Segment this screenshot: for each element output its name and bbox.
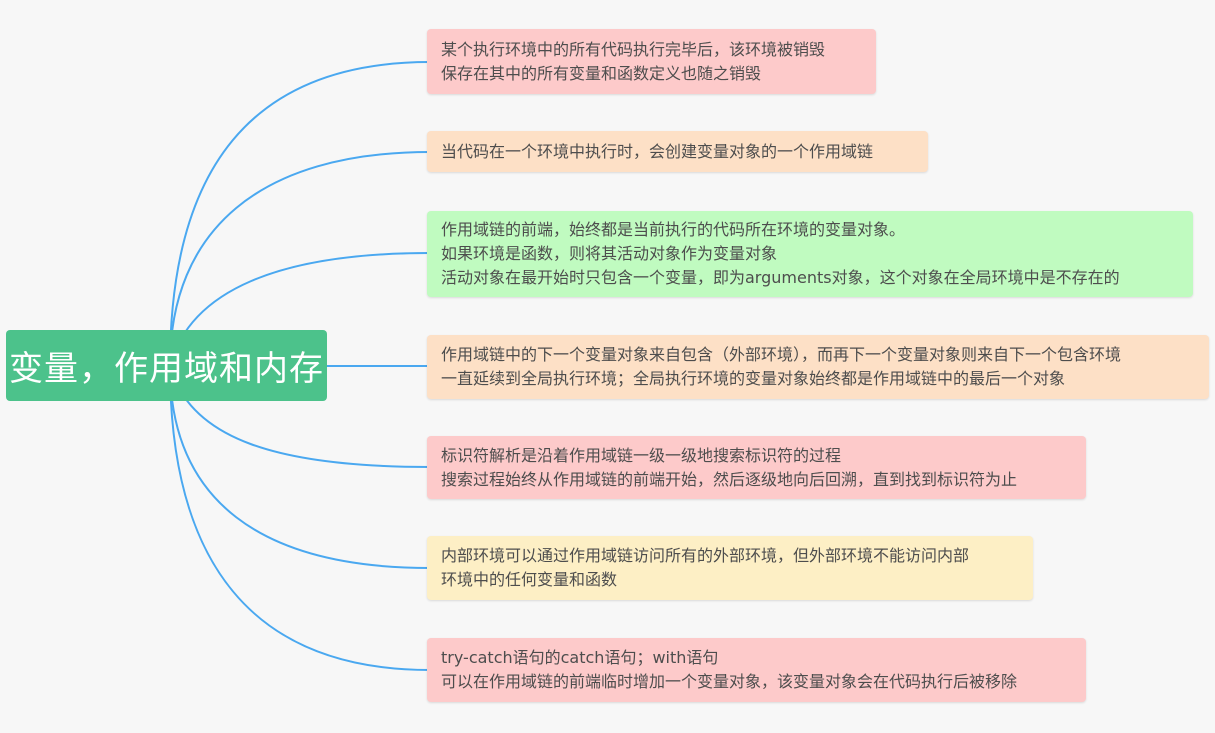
branch-node-4-line-1: 作用域链中的下一个变量对象来自包含（外部环境），而再下一个变量对象则来自下一个包… xyxy=(441,345,1122,364)
connector-6 xyxy=(169,365,431,569)
branch-node-4[interactable]: 作用域链中的下一个变量对象来自包含（外部环境），而再下一个变量对象则来自下一个包… xyxy=(427,335,1209,399)
connector-2 xyxy=(169,151,431,367)
branch-node-2[interactable]: 当代码在一个环境中执行时，会创建变量对象的一个作用域链 xyxy=(427,131,928,172)
branch-node-1-line-2: 保存在其中的所有变量和函数定义也随之销毁 xyxy=(441,63,762,83)
branch-node-3-line-1: 作用域链的前端，始终都是当前执行的代码所在环境的变量对象。 xyxy=(441,220,906,239)
connector-7 xyxy=(169,365,431,671)
branch-node-1[interactable]: 某个执行环境中的所有代码执行完毕后，该环境被销毁 保存在其中的所有变量和函数定义… xyxy=(427,29,876,94)
branch-node-3[interactable]: 作用域链的前端，始终都是当前执行的代码所在环境的变量对象。 如果环境是函数，则将… xyxy=(427,211,1193,297)
central-topic-label: 变量，作用域和内存 xyxy=(9,349,324,389)
branch-node-5[interactable]: 标识符解析是沿着作用域链一级一级地搜索标识符的过程 搜索过程始终从作用域链的前端… xyxy=(427,436,1086,499)
branch-node-6[interactable]: 内部环境可以通过作用域链访问所有的外部环境，但外部环境不能访问内部 环境中的任何… xyxy=(427,536,1033,600)
branch-node-5-line-2: 搜索过程始终从作用域链的前端开始，然后逐级地向后回溯，直到找到标识符为止 xyxy=(441,469,1018,489)
central-topic[interactable]: 变量，作用域和内存 xyxy=(6,330,327,401)
branch-node-5-line-1: 标识符解析是沿着作用域链一级一级地搜索标识符的过程 xyxy=(441,445,842,465)
branch-node-7-line-1: try-catch语句的catch语句；with语句 xyxy=(441,648,719,667)
branch-node-6-line-1: 内部环境可以通过作用域链访问所有的外部环境，但外部环境不能访问内部 xyxy=(441,546,970,565)
connector-1 xyxy=(169,61,431,367)
branch-node-7-line-2: 可以在作用域链的前端临时增加一个变量对象，该变量对象会在代码执行后被移除 xyxy=(441,672,1018,691)
branch-node-1-line-1: 某个执行环境中的所有代码执行完毕后，该环境被销毁 xyxy=(441,39,826,59)
branch-node-7[interactable]: try-catch语句的catch语句；with语句 可以在作用域链的前端临时增… xyxy=(427,638,1086,702)
branch-node-3-line-3: 活动对象在最开始时只包含一个变量，即为arguments对象，这个对象在全局环境… xyxy=(441,268,1120,287)
branch-node-3-line-2: 如果环境是函数，则将其活动对象作为变量对象 xyxy=(441,244,778,263)
branch-node-6-line-2: 环境中的任何变量和函数 xyxy=(441,570,618,589)
branch-node-2-line-1: 当代码在一个环境中执行时，会创建变量对象的一个作用域链 xyxy=(441,141,874,161)
branch-node-4-line-2: 一直延续到全局执行环境；全局执行环境的变量对象始终都是作用域链中的最后一个对象 xyxy=(441,369,1066,388)
